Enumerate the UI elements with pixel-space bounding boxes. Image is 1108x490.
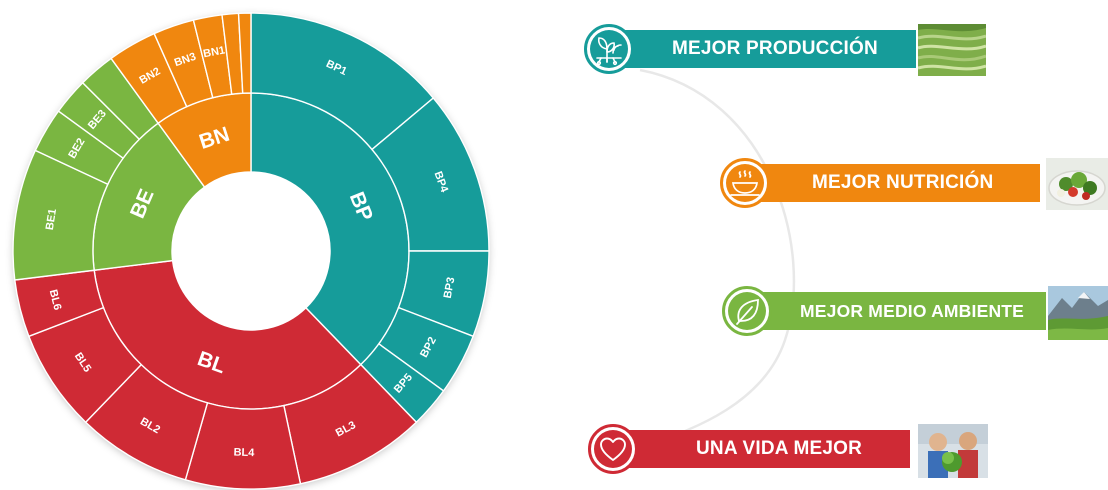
leaf-icon bbox=[728, 292, 766, 330]
children-vegetables-image bbox=[918, 424, 988, 478]
benefit-vida-mejor-label: UNA VIDA MEJOR bbox=[696, 438, 863, 459]
benefit-medio-ambiente-label: MEJOR MEDIO AMBIENTE bbox=[800, 301, 1025, 321]
outer-label-bn1: BN1 bbox=[202, 44, 226, 60]
inner-ring bbox=[92, 92, 410, 410]
benefit-medio-ambiente-circle bbox=[722, 286, 772, 336]
benefit-nutricion-label: MEJOR NUTRICIÓN bbox=[812, 172, 994, 193]
benefit-medio-ambiente-bar: MEJOR MEDIO AMBIENTE bbox=[754, 292, 1046, 330]
benefit-produccion: MEJOR PRODUCCIÓN bbox=[584, 24, 990, 76]
benefit-medio-ambiente: MEJOR MEDIO AMBIENTE bbox=[722, 286, 1108, 340]
benefit-produccion-label: MEJOR PRODUCCIÓN bbox=[672, 38, 878, 59]
seedling-icon bbox=[590, 30, 628, 68]
mountain-landscape-image bbox=[1048, 286, 1108, 340]
benefit-produccion-bar: MEJOR PRODUCCIÓN bbox=[616, 30, 916, 68]
benefit-nutricion-bar: MEJOR NUTRICIÓN bbox=[752, 164, 1040, 202]
outer-ring bbox=[12, 12, 490, 490]
rice-terraces-image bbox=[918, 24, 986, 76]
outer-label-bl4: BL4 bbox=[233, 447, 255, 460]
outer-label-bl6: BL6 bbox=[47, 288, 64, 311]
sunburst-chart: BPBLBEBNBP1BP4BP3BP2BP5BL3BL4BL2BL5BL6BE… bbox=[12, 12, 490, 490]
outer-label-be1: BE1 bbox=[44, 208, 59, 231]
outer-segment-unlabeled-18 bbox=[237, 12, 252, 94]
hot-dish-icon bbox=[726, 164, 764, 202]
benefit-nutricion: MEJOR NUTRICIÓN bbox=[720, 158, 1108, 210]
benefit-vida-mejor-bar: UNA VIDA MEJOR bbox=[620, 430, 910, 468]
benefit-nutricion-circle bbox=[720, 158, 770, 208]
heart-icon bbox=[594, 430, 632, 468]
benefit-vida-mejor: UNA VIDA MEJOR bbox=[588, 424, 988, 478]
salad-image bbox=[1046, 158, 1108, 210]
outer-label-bp3: BP3 bbox=[442, 276, 458, 299]
benefit-produccion-circle bbox=[584, 24, 634, 74]
benefit-vida-mejor-circle bbox=[588, 424, 638, 474]
